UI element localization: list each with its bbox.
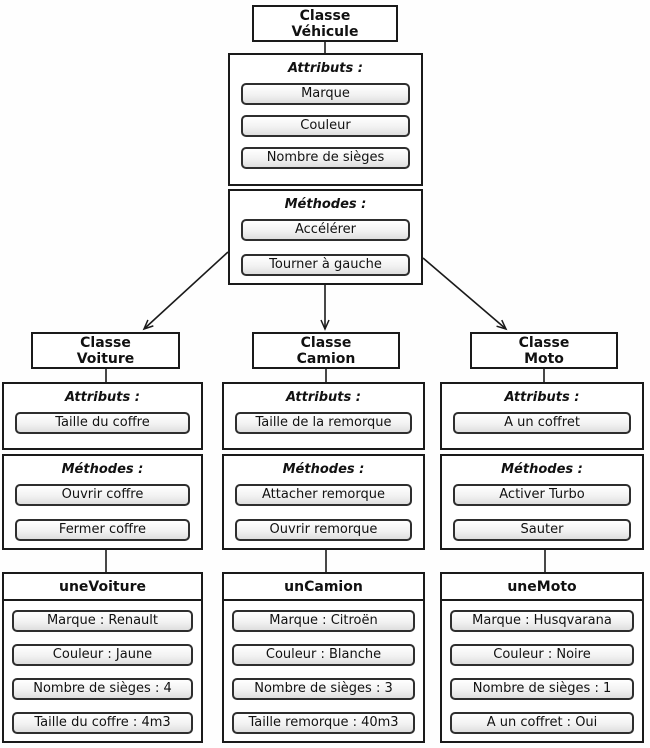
class-title-line: Classe [518, 334, 570, 351]
instance-field-couleur[interactable]: Couleur : Noire [450, 644, 634, 666]
instance-field-a-un-coffret[interactable]: A un coffret : Oui [450, 712, 634, 734]
vehicule-attributes-section: Attributs : Marque Couleur Nombre de siè… [228, 53, 423, 186]
class-title-line: Moto [524, 350, 564, 367]
class-box-moto: Classe Moto [470, 332, 618, 369]
instance-name: uneMoto [442, 574, 642, 601]
instance-box-uncamion: unCamion Marque : Citroën Couleur : Blan… [222, 572, 425, 743]
instance-field-taille-remorque[interactable]: Taille remorque : 40m3 [232, 712, 415, 734]
attributes-label: Attributs : [65, 390, 140, 405]
class-title-line: Voiture [76, 350, 135, 367]
class-title-line: Classe [300, 334, 352, 351]
methods-label: Méthodes : [282, 462, 365, 477]
attribute-button-a-un-coffret[interactable]: A un coffret [453, 412, 631, 434]
method-button-tourner-a-gauche[interactable]: Tourner à gauche [241, 254, 410, 276]
moto-methods-section: Méthodes : Activer Turbo Sauter [440, 454, 644, 550]
class-title-line: Classe [80, 334, 131, 351]
attribute-button-nombre-sieges[interactable]: Nombre de sièges [241, 147, 410, 169]
class-title-line: Classe [299, 7, 351, 24]
class-title-line: Véhicule [291, 23, 359, 40]
instance-fields: Marque : Husqvarana Couleur : Noire Nomb… [442, 601, 642, 746]
moto-attributes-section: Attributs : A un coffret [440, 382, 644, 450]
instance-name: unCamion [224, 574, 423, 601]
class-box-camion: Classe Camion [252, 332, 400, 369]
class-box-voiture: Classe Voiture [31, 332, 180, 369]
instance-field-marque[interactable]: Marque : Citroën [232, 610, 415, 632]
attributes-label: Attributs : [288, 61, 363, 76]
methods-label: Méthodes : [61, 462, 144, 477]
voiture-attributes-section: Attributs : Taille du coffre [2, 382, 203, 450]
method-button-sauter[interactable]: Sauter [453, 519, 631, 541]
instance-name: uneVoiture [4, 574, 201, 601]
attribute-button-taille-du-coffre[interactable]: Taille du coffre [15, 412, 190, 434]
vehicule-methods-section: Méthodes : Accélérer Tourner à gauche [228, 189, 423, 285]
voiture-methods-section: Méthodes : Ouvrir coffre Fermer coffre [2, 454, 203, 550]
method-button-accelerer[interactable]: Accélérer [241, 219, 410, 241]
instance-field-couleur[interactable]: Couleur : Blanche [232, 644, 415, 666]
method-button-ouvrir-remorque[interactable]: Ouvrir remorque [235, 519, 412, 541]
class-title-line: Camion [296, 350, 356, 367]
attribute-button-couleur[interactable]: Couleur [241, 115, 410, 137]
method-button-fermer-coffre[interactable]: Fermer coffre [15, 519, 190, 541]
instance-field-nombre-sieges[interactable]: Nombre de sièges : 4 [12, 678, 193, 700]
methods-label: Méthodes : [284, 197, 367, 212]
instance-field-nombre-sieges[interactable]: Nombre de sièges : 1 [450, 678, 634, 700]
instance-box-unevoiture: uneVoiture Marque : Renault Couleur : Ja… [2, 572, 203, 743]
attribute-button-taille-remorque[interactable]: Taille de la remorque [235, 412, 412, 434]
instance-box-unemoto: uneMoto Marque : Husqvarana Couleur : No… [440, 572, 644, 743]
camion-methods-section: Méthodes : Attacher remorque Ouvrir remo… [222, 454, 425, 550]
camion-attributes-section: Attributs : Taille de la remorque [222, 382, 425, 450]
instance-field-marque[interactable]: Marque : Husqvarana [450, 610, 634, 632]
attributes-label: Attributs : [504, 390, 580, 405]
attribute-button-marque[interactable]: Marque [241, 83, 410, 105]
methods-label: Méthodes : [501, 462, 583, 477]
instance-field-taille-coffre[interactable]: Taille du coffre : 4m3 [12, 712, 193, 734]
method-button-attacher-remorque[interactable]: Attacher remorque [235, 484, 412, 506]
instance-fields: Marque : Renault Couleur : Jaune Nombre … [4, 601, 201, 746]
instance-fields: Marque : Citroën Couleur : Blanche Nombr… [224, 601, 423, 746]
class-box-vehicule: Classe Véhicule [252, 5, 398, 42]
instance-field-nombre-sieges[interactable]: Nombre de sièges : 3 [232, 678, 415, 700]
attributes-label: Attributs : [286, 390, 361, 405]
instance-field-marque[interactable]: Marque : Renault [12, 610, 193, 632]
method-button-ouvrir-coffre[interactable]: Ouvrir coffre [15, 484, 190, 506]
method-button-activer-turbo[interactable]: Activer Turbo [453, 484, 631, 506]
instance-field-couleur[interactable]: Couleur : Jaune [12, 644, 193, 666]
